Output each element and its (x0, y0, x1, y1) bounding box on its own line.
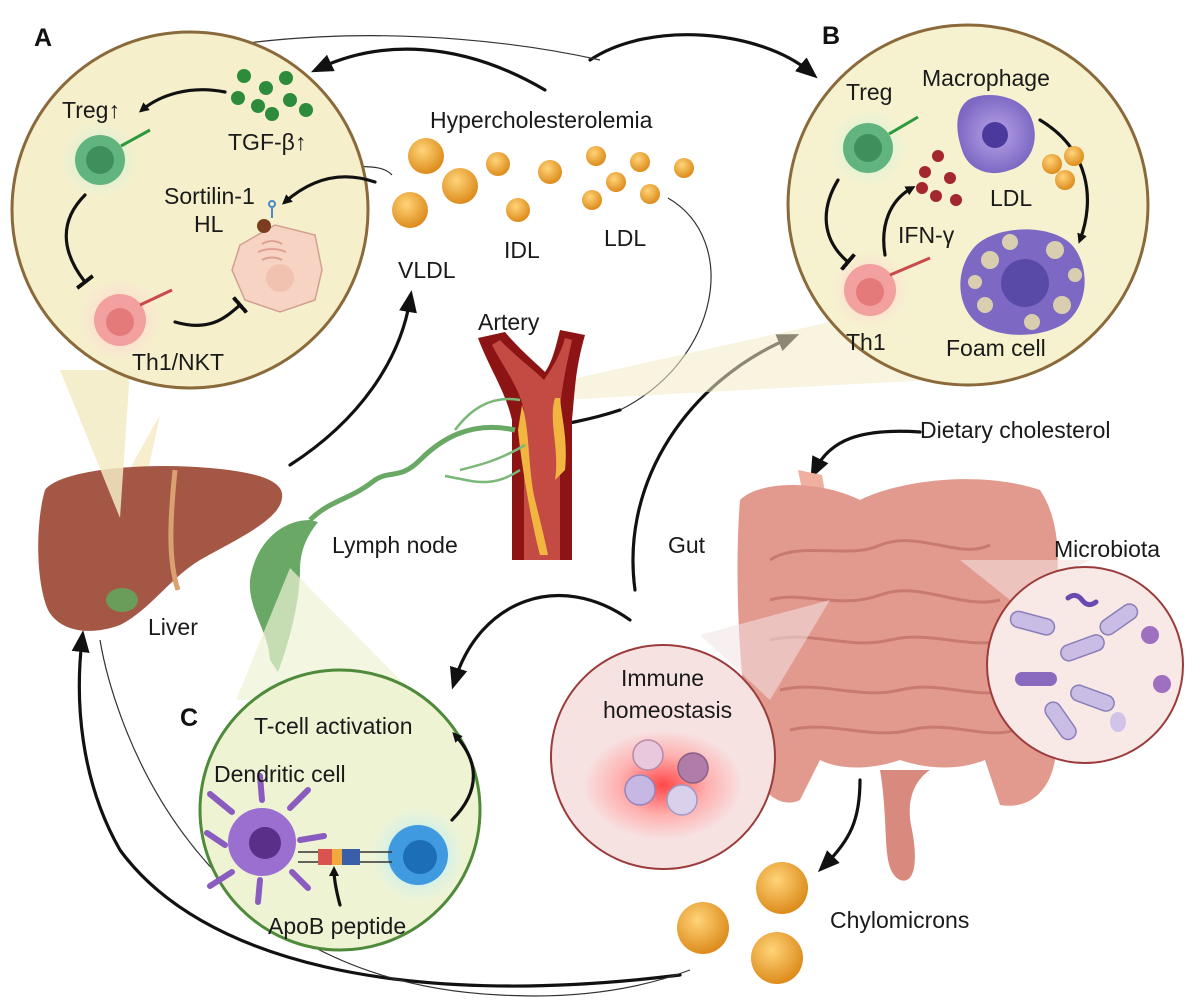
tgf-beta-label: TGF-β↑ (228, 129, 306, 155)
dietary-cholesterol-label: Dietary cholesterol (920, 417, 1110, 443)
panel-c-letter: C (180, 704, 198, 732)
hypercholesterolemia-label: Hypercholesterolemia (430, 107, 653, 133)
macrophage-label: Macrophage (922, 65, 1050, 91)
microbiota-panel (960, 560, 1184, 764)
lymph-node-label: Lymph node (332, 532, 458, 558)
bacteria (1009, 592, 1171, 741)
ldl-label-b: LDL (990, 185, 1032, 211)
treg-label-a: Treg↑ (62, 97, 120, 123)
th1-nkt-label: Th1/NKT (132, 349, 224, 375)
homeostasis-label: homeostasis (603, 697, 732, 723)
panel-a (10, 30, 377, 518)
ifn-gamma-molecules (916, 150, 962, 206)
ifn-gamma-label: IFN-γ (898, 222, 955, 248)
immune-label: Immune (621, 665, 704, 691)
idl-label: IDL (504, 237, 540, 263)
gut-label: Gut (668, 532, 706, 558)
lymph-node (236, 397, 526, 700)
chylomicrons-label: Chylomicrons (830, 907, 969, 933)
hepatocyte (231, 200, 323, 313)
tcell (370, 807, 466, 903)
tgf-beta-molecules (231, 69, 313, 121)
vldl-label: VLDL (398, 257, 456, 283)
panel-c (198, 668, 482, 952)
apob-peptide (298, 849, 392, 865)
liver-organ (38, 415, 283, 631)
foam-cell-label: Foam cell (946, 335, 1046, 361)
th1-label-b: Th1 (846, 329, 886, 355)
artery-label: Artery (478, 309, 540, 335)
foam-cell (960, 229, 1085, 335)
immune-homeostasis-panel (550, 600, 830, 870)
liver-label: Liver (148, 614, 198, 640)
chylomicrons (677, 862, 808, 984)
apob-peptide-label: ApoB peptide (268, 913, 406, 939)
treg-label-b: Treg (846, 79, 892, 105)
panel-a-letter: A (34, 24, 52, 52)
macrophage-cell (957, 95, 1035, 174)
hl-label: HL (194, 211, 224, 237)
lipoproteins (392, 138, 694, 228)
sortilin-label: Sortilin-1 (164, 183, 255, 209)
ldl-label: LDL (604, 225, 646, 251)
dendritic-cell (204, 773, 327, 905)
dendritic-cell-label: Dendritic cell (214, 761, 346, 787)
microbiota-label: Microbiota (1054, 536, 1160, 562)
tcell-activation-label: T-cell activation (254, 713, 413, 739)
panel-b-letter: B (822, 22, 840, 50)
panel-b (786, 23, 1150, 387)
